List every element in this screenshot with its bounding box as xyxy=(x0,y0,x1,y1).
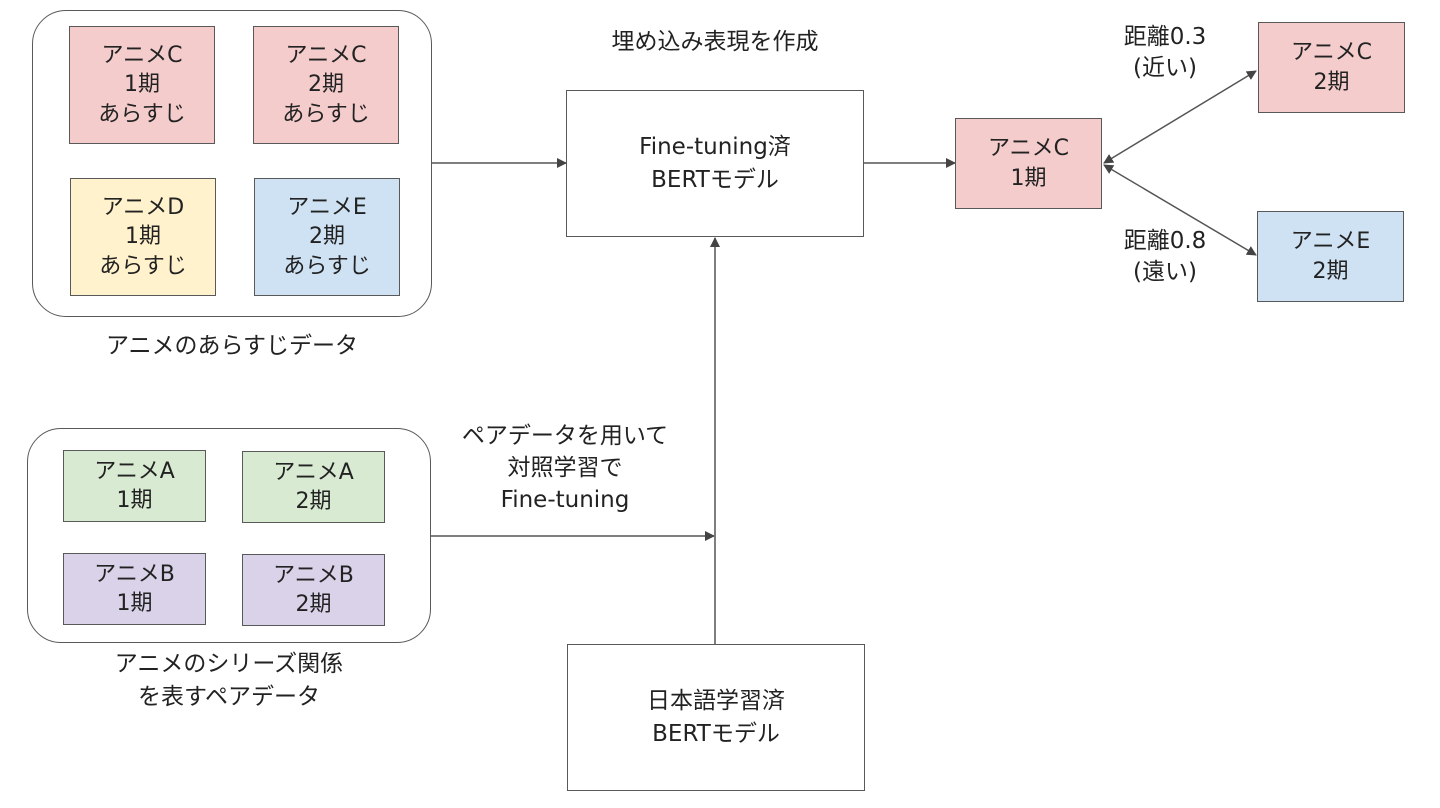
pair-caption: アニメのシリーズ関係 を表すペアデータ xyxy=(27,648,431,715)
pair-card: アニメA 2期 xyxy=(242,451,385,523)
finetuned-model-box: Fine-tuning済 BERTモデル xyxy=(566,90,864,237)
card-title: アニメB xyxy=(94,561,175,587)
result-card-far: アニメE 2期 xyxy=(1257,211,1404,302)
synopsis-card: アニメC 2期 あらすじ xyxy=(253,26,399,144)
card-title: アニメA xyxy=(94,458,175,484)
embedding-label: 埋め込み表現を作成 xyxy=(611,29,819,55)
card-season: 2期 xyxy=(309,224,345,250)
card-desc: あらすじ xyxy=(282,101,370,127)
distance-label-far: 距離0.8 (遠い) xyxy=(1100,226,1230,288)
query-card: アニメC 1期 xyxy=(955,118,1102,209)
pair-caption-line1: アニメのシリーズ関係 xyxy=(114,651,344,677)
distance-relation: (近い) xyxy=(1133,55,1197,82)
card-season: 1期 xyxy=(125,224,161,250)
card-title: アニメD xyxy=(101,195,185,221)
distance-value: 距離0.3 xyxy=(1123,24,1207,50)
finetune-label-line1: ペアデータを用いて xyxy=(461,423,669,449)
card-season: 1期 xyxy=(1010,165,1047,191)
finetune-label-line2: 対照学習で xyxy=(507,455,623,482)
arrow-query-to-result-near xyxy=(1103,70,1257,164)
card-desc: あらすじ xyxy=(99,253,187,279)
card-season: 2期 xyxy=(295,489,332,514)
card-title: アニメE xyxy=(287,195,367,221)
pair-card: アニメB 2期 xyxy=(242,554,385,626)
card-title: アニメC xyxy=(285,43,367,69)
card-desc: あらすじ xyxy=(98,101,186,127)
pair-card: アニメB 1期 xyxy=(63,553,206,625)
card-season: 2期 xyxy=(295,592,332,617)
card-season: 2期 xyxy=(1313,69,1350,95)
card-season: 1期 xyxy=(116,591,153,616)
card-title: アニメB xyxy=(273,562,354,588)
synopsis-card: アニメE 2期 あらすじ xyxy=(254,178,400,296)
result-card-near: アニメC 2期 xyxy=(1258,22,1405,113)
card-title: アニメC xyxy=(101,43,183,69)
synopsis-card: アニメC 1期 あらすじ xyxy=(69,26,215,144)
finetune-label: ペアデータを用いて 対照学習で Fine-tuning xyxy=(430,420,700,517)
card-desc: あらすじ xyxy=(283,253,371,279)
arrow-query-to-result-far xyxy=(1103,164,1257,256)
card-season: 2期 xyxy=(308,72,344,98)
card-season: 1期 xyxy=(124,72,160,98)
pretrained-model-box: 日本語学習済 BERTモデル xyxy=(567,644,865,791)
model-line1: Fine-tuning済 xyxy=(639,134,791,161)
pair-card: アニメA 1期 xyxy=(63,450,206,522)
distance-relation: (遠い) xyxy=(1133,259,1197,286)
card-title: アニメC xyxy=(1291,40,1372,66)
distance-label-near: 距離0.3 (近い) xyxy=(1100,22,1230,84)
card-title: アニメA xyxy=(273,459,354,485)
pair-caption-line2: を表すペアデータ xyxy=(138,684,320,711)
card-title: アニメC xyxy=(988,136,1069,162)
synopsis-card: アニメD 1期 あらすじ xyxy=(70,178,216,296)
card-title: アニメE xyxy=(1290,229,1371,255)
card-season: 1期 xyxy=(116,488,153,513)
model-line2: BERTモデル xyxy=(652,720,780,747)
model-line2: BERTモデル xyxy=(651,166,779,193)
model-line1: 日本語学習済 xyxy=(647,688,785,715)
card-season: 2期 xyxy=(1312,258,1349,284)
synopsis-caption: アニメのあらすじデータ xyxy=(105,333,359,359)
finetune-label-line3: Fine-tuning xyxy=(500,487,630,514)
distance-value: 距離0.8 xyxy=(1123,228,1207,254)
